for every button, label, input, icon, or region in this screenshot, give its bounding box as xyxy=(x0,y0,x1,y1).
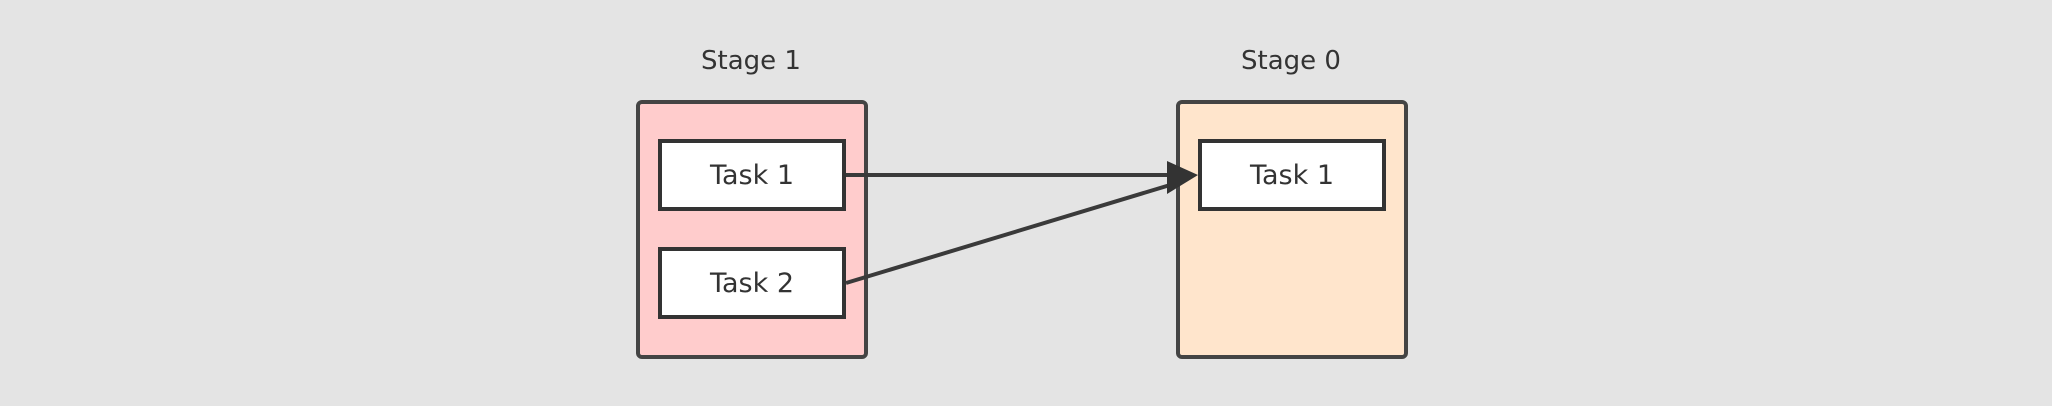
stage-title-stage-0: Stage 0 xyxy=(1241,46,1341,76)
stage-title-stage-1: Stage 1 xyxy=(701,46,801,76)
task-node-stage-1-task-2[interactable]: Task 2 xyxy=(658,247,846,319)
arrowhead-icon xyxy=(1167,161,1198,194)
task-node-stage-0-task-1[interactable]: Task 1 xyxy=(1198,139,1386,211)
edge-stage1-task2-to-stage0-task1 xyxy=(845,180,1181,285)
task-node-stage-1-task-1[interactable]: Task 1 xyxy=(658,139,846,211)
